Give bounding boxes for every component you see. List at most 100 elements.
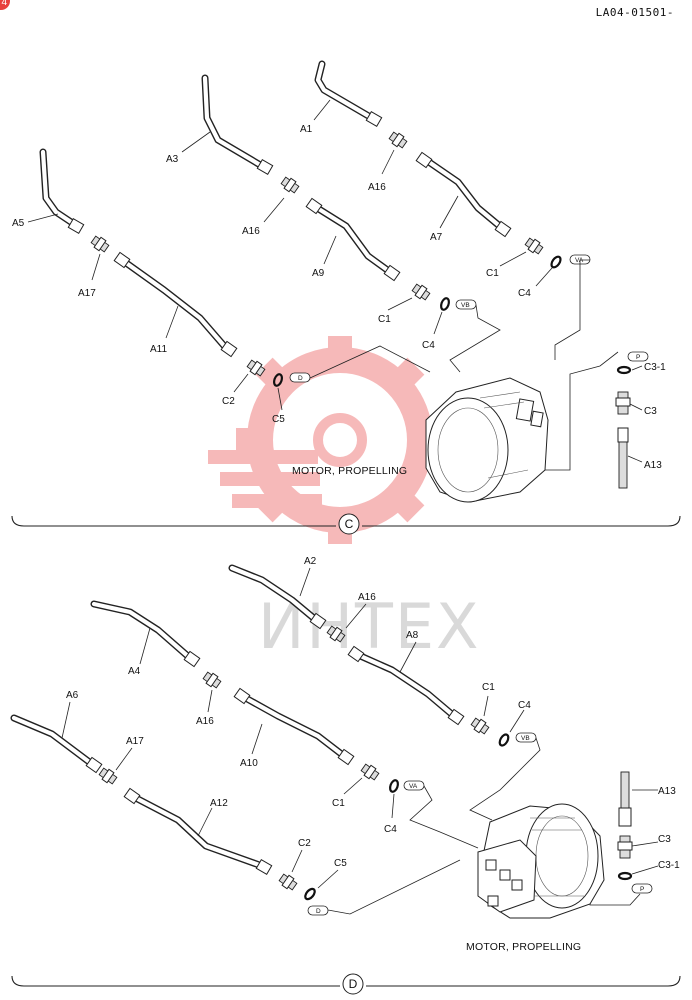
callout-a17-c: A17 — [78, 288, 96, 299]
leader-lines-d — [61, 567, 659, 889]
pipe-a8 — [347, 645, 465, 726]
callout-c3-c: C3 — [644, 406, 657, 417]
port-tag-p-d: P — [631, 883, 653, 894]
port-tag-d-c: D — [289, 372, 311, 383]
fitting-c1-upper — [524, 237, 544, 255]
callout-a2-d: A2 — [304, 556, 317, 567]
corner-page-marker: 4 — [0, 0, 10, 10]
callout-c4-c1: C4 — [518, 288, 531, 299]
callout-a17-d: A17 — [126, 736, 144, 747]
page-id: LA04-01501- — [595, 6, 674, 19]
callout-a12-d: A12 — [210, 798, 228, 809]
callout-c1-c2: C1 — [378, 314, 391, 325]
fitting-a16-d-lower — [202, 671, 222, 689]
pipe-a11 — [113, 251, 238, 358]
pipe-a10 — [233, 687, 355, 766]
svg-text:D: D — [298, 375, 303, 382]
caption-motor-propelling-c: MOTOR, PROPELLING — [292, 465, 407, 477]
fitting-c1-d-upper — [470, 717, 490, 735]
callout-c1-d2: C1 — [332, 798, 345, 809]
pipe-a7 — [415, 151, 512, 238]
port-tag-p-c: P — [627, 351, 649, 362]
callout-c3-1-c: C3-1 — [644, 362, 666, 373]
callout-c4-d2: C4 — [384, 824, 397, 835]
callout-a6-d: A6 — [66, 690, 79, 701]
pipe-a4 — [90, 600, 201, 668]
port-connection-lines-c — [309, 259, 619, 471]
pipe-a3 — [201, 74, 274, 176]
pipe-a5 — [39, 148, 85, 235]
svg-text:VB: VB — [521, 735, 530, 742]
section-frame-d-left — [11, 975, 340, 987]
pipe-a12 — [123, 787, 273, 876]
callout-a16-d1: A16 — [358, 592, 376, 603]
fitting-c2 — [246, 359, 266, 377]
section-frame-c-right — [362, 515, 681, 527]
motor-propelling-c — [425, 377, 549, 503]
leader-lines-c — [27, 99, 643, 463]
callout-c2-c: C2 — [222, 396, 235, 407]
hose-a13-d — [618, 771, 632, 827]
fitting-c3-d — [617, 835, 633, 859]
callout-a7-c: A7 — [430, 232, 443, 243]
callout-a16-c1: A16 — [368, 182, 386, 193]
section-label-c: C — [345, 517, 354, 531]
callout-a4-d: A4 — [128, 666, 141, 677]
callout-a8-d: A8 — [406, 630, 419, 641]
svg-text:VB: VB — [461, 302, 470, 309]
callout-a1-c: A1 — [300, 124, 313, 135]
oring-c3-1-d — [617, 871, 633, 881]
oring-c4-lower — [440, 297, 450, 311]
oring-c5-d — [304, 887, 316, 901]
oring-c3-1 — [616, 365, 632, 375]
callout-a9-c: A9 — [312, 268, 325, 279]
callout-a13-c: A13 — [644, 460, 662, 471]
callout-c3-d: C3 — [658, 834, 671, 845]
pipe-a6 — [10, 714, 103, 774]
callout-c4-c2: C4 — [422, 340, 435, 351]
svg-text:P: P — [640, 886, 644, 893]
callout-a10-d: A10 — [240, 758, 258, 769]
callout-c4-d1: C4 — [518, 700, 531, 711]
oring-c4-d-upper — [498, 733, 510, 747]
section-marker-d — [342, 973, 364, 995]
oring-c4-d-lower — [389, 779, 399, 793]
fitting-c3 — [615, 391, 631, 415]
port-tag-vb-d: VB — [515, 732, 537, 743]
callout-c1-c1: C1 — [486, 268, 499, 279]
fitting-a17 — [90, 235, 110, 253]
pipe-a2 — [228, 564, 327, 630]
section-marker-c — [338, 513, 360, 535]
fitting-a16-upper — [388, 131, 408, 149]
watermark-gear-logo — [208, 336, 444, 544]
oring-c4-upper — [550, 255, 562, 269]
callout-c1-d1: C1 — [482, 682, 495, 693]
port-tag-vb-c: VB — [455, 299, 477, 310]
section-label-d: D — [349, 977, 358, 991]
oring-c5 — [273, 373, 283, 387]
callout-a5-c: A5 — [12, 218, 25, 229]
caption-motor-propelling-d: MOTOR, PROPELLING — [466, 941, 581, 953]
hose-a13 — [617, 427, 629, 489]
callout-a16-c2: A16 — [242, 226, 260, 237]
pipe-a9 — [305, 197, 401, 282]
fitting-c1-d-lower — [360, 763, 380, 781]
callout-c5-d: C5 — [334, 858, 347, 869]
port-tag-d-d: D — [307, 905, 329, 916]
callout-a16-d2: A16 — [196, 716, 214, 727]
pipe-a1 — [314, 60, 383, 128]
callout-a13-d: A13 — [658, 786, 676, 797]
fitting-c2-d — [278, 873, 298, 891]
callout-c3-1-d: C3-1 — [658, 860, 680, 871]
fitting-a16-mid — [280, 176, 300, 194]
callout-c5-c: C5 — [272, 414, 285, 425]
svg-text:VA: VA — [409, 783, 418, 790]
svg-text:D: D — [316, 908, 321, 915]
port-tag-va-d: VA — [403, 780, 425, 791]
svg-text:VA: VA — [575, 257, 584, 264]
callout-a11-c: A11 — [150, 344, 167, 355]
fitting-a17-d — [98, 767, 118, 785]
section-d: VB VA D P — [10, 556, 681, 995]
motor-propelling-d — [477, 803, 605, 919]
